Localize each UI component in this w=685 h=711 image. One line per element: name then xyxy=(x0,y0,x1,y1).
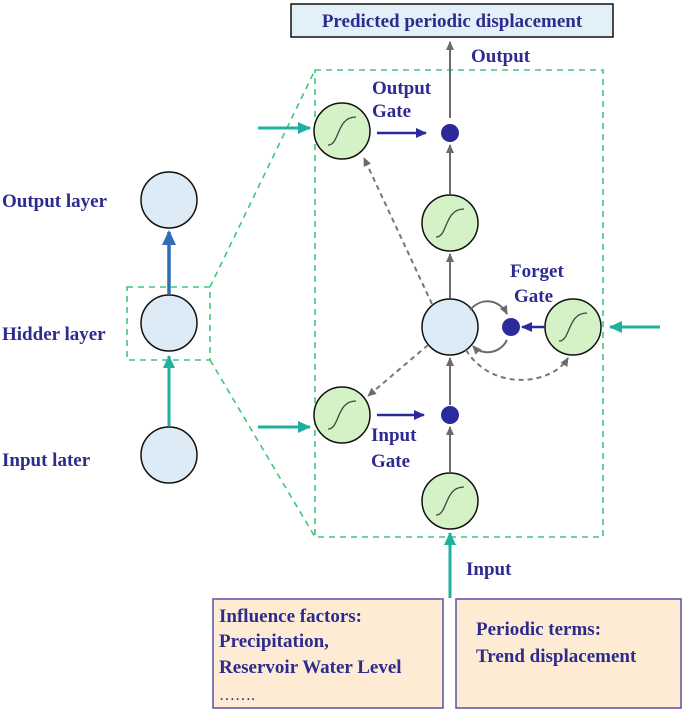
sigmoid-icon xyxy=(435,208,465,238)
forget-gate-label-line2: Gate xyxy=(514,286,553,307)
input-gate-sigmoid xyxy=(313,386,371,444)
cell-to-forget-gate-dashed-arrow xyxy=(465,349,569,381)
input-gate-multiply-dot xyxy=(441,406,459,424)
cell-to-input-gate-dashed-arrow xyxy=(367,344,429,397)
input-layer-label: Input later xyxy=(2,450,91,471)
periodic-line-2: Trend displacement xyxy=(476,646,637,667)
diagram-title: Predicted periodic displacement xyxy=(322,11,583,32)
influence-line-4: ……. xyxy=(219,687,255,704)
hidden-layer-node xyxy=(140,294,198,352)
output-label: Output xyxy=(471,46,531,67)
sigmoid-icon xyxy=(327,400,357,430)
output-layer-label: Output layer xyxy=(2,191,108,212)
sigmoid-icon xyxy=(558,312,588,342)
sigmoid-icon xyxy=(327,116,357,146)
input-candidate-sigmoid xyxy=(421,472,479,530)
input-gate-label-line2: Gate xyxy=(371,451,410,472)
influence-line-2: Precipitation, xyxy=(219,631,329,652)
output-layer-node xyxy=(140,171,198,229)
title-box xyxy=(290,3,614,38)
input-layer-node xyxy=(140,426,198,484)
forget-gate-sigmoid xyxy=(544,298,602,356)
lstm-cell-box xyxy=(314,69,604,538)
output-gate-multiply-dot xyxy=(441,124,459,142)
forget-to-cell-loop-arrow xyxy=(472,339,508,355)
periodic-line-1: Periodic terms: xyxy=(476,619,601,640)
sigmoid-icon xyxy=(435,486,465,516)
hidden-selection-box xyxy=(126,286,211,361)
forget-gate-multiply-dot xyxy=(502,318,520,336)
output-gate-label-line1: Output xyxy=(372,78,432,99)
output-gate-sigmoid xyxy=(313,102,371,160)
cell-output-tanh xyxy=(421,194,479,252)
periodic-terms-box xyxy=(455,598,682,709)
forget-gate-label-line1: Forget xyxy=(510,261,564,282)
influence-factors-box xyxy=(212,598,444,709)
cell-to-output-gate-dashed-arrow xyxy=(363,157,433,305)
cell-state-node xyxy=(421,298,479,356)
influence-line-3: Reservoir Water Level xyxy=(219,657,402,678)
cell-to-forget-loop-arrow xyxy=(469,300,508,315)
hidden-layer-label: Hidder layer xyxy=(2,324,106,345)
input-gate-label-line1: Input xyxy=(371,425,417,446)
influence-line-1: Influence factors: xyxy=(219,606,362,627)
zoom-line-top xyxy=(209,69,316,288)
output-gate-label-line2: Gate xyxy=(372,101,411,122)
input-label: Input xyxy=(466,559,512,580)
zoom-line-bottom xyxy=(209,359,316,538)
